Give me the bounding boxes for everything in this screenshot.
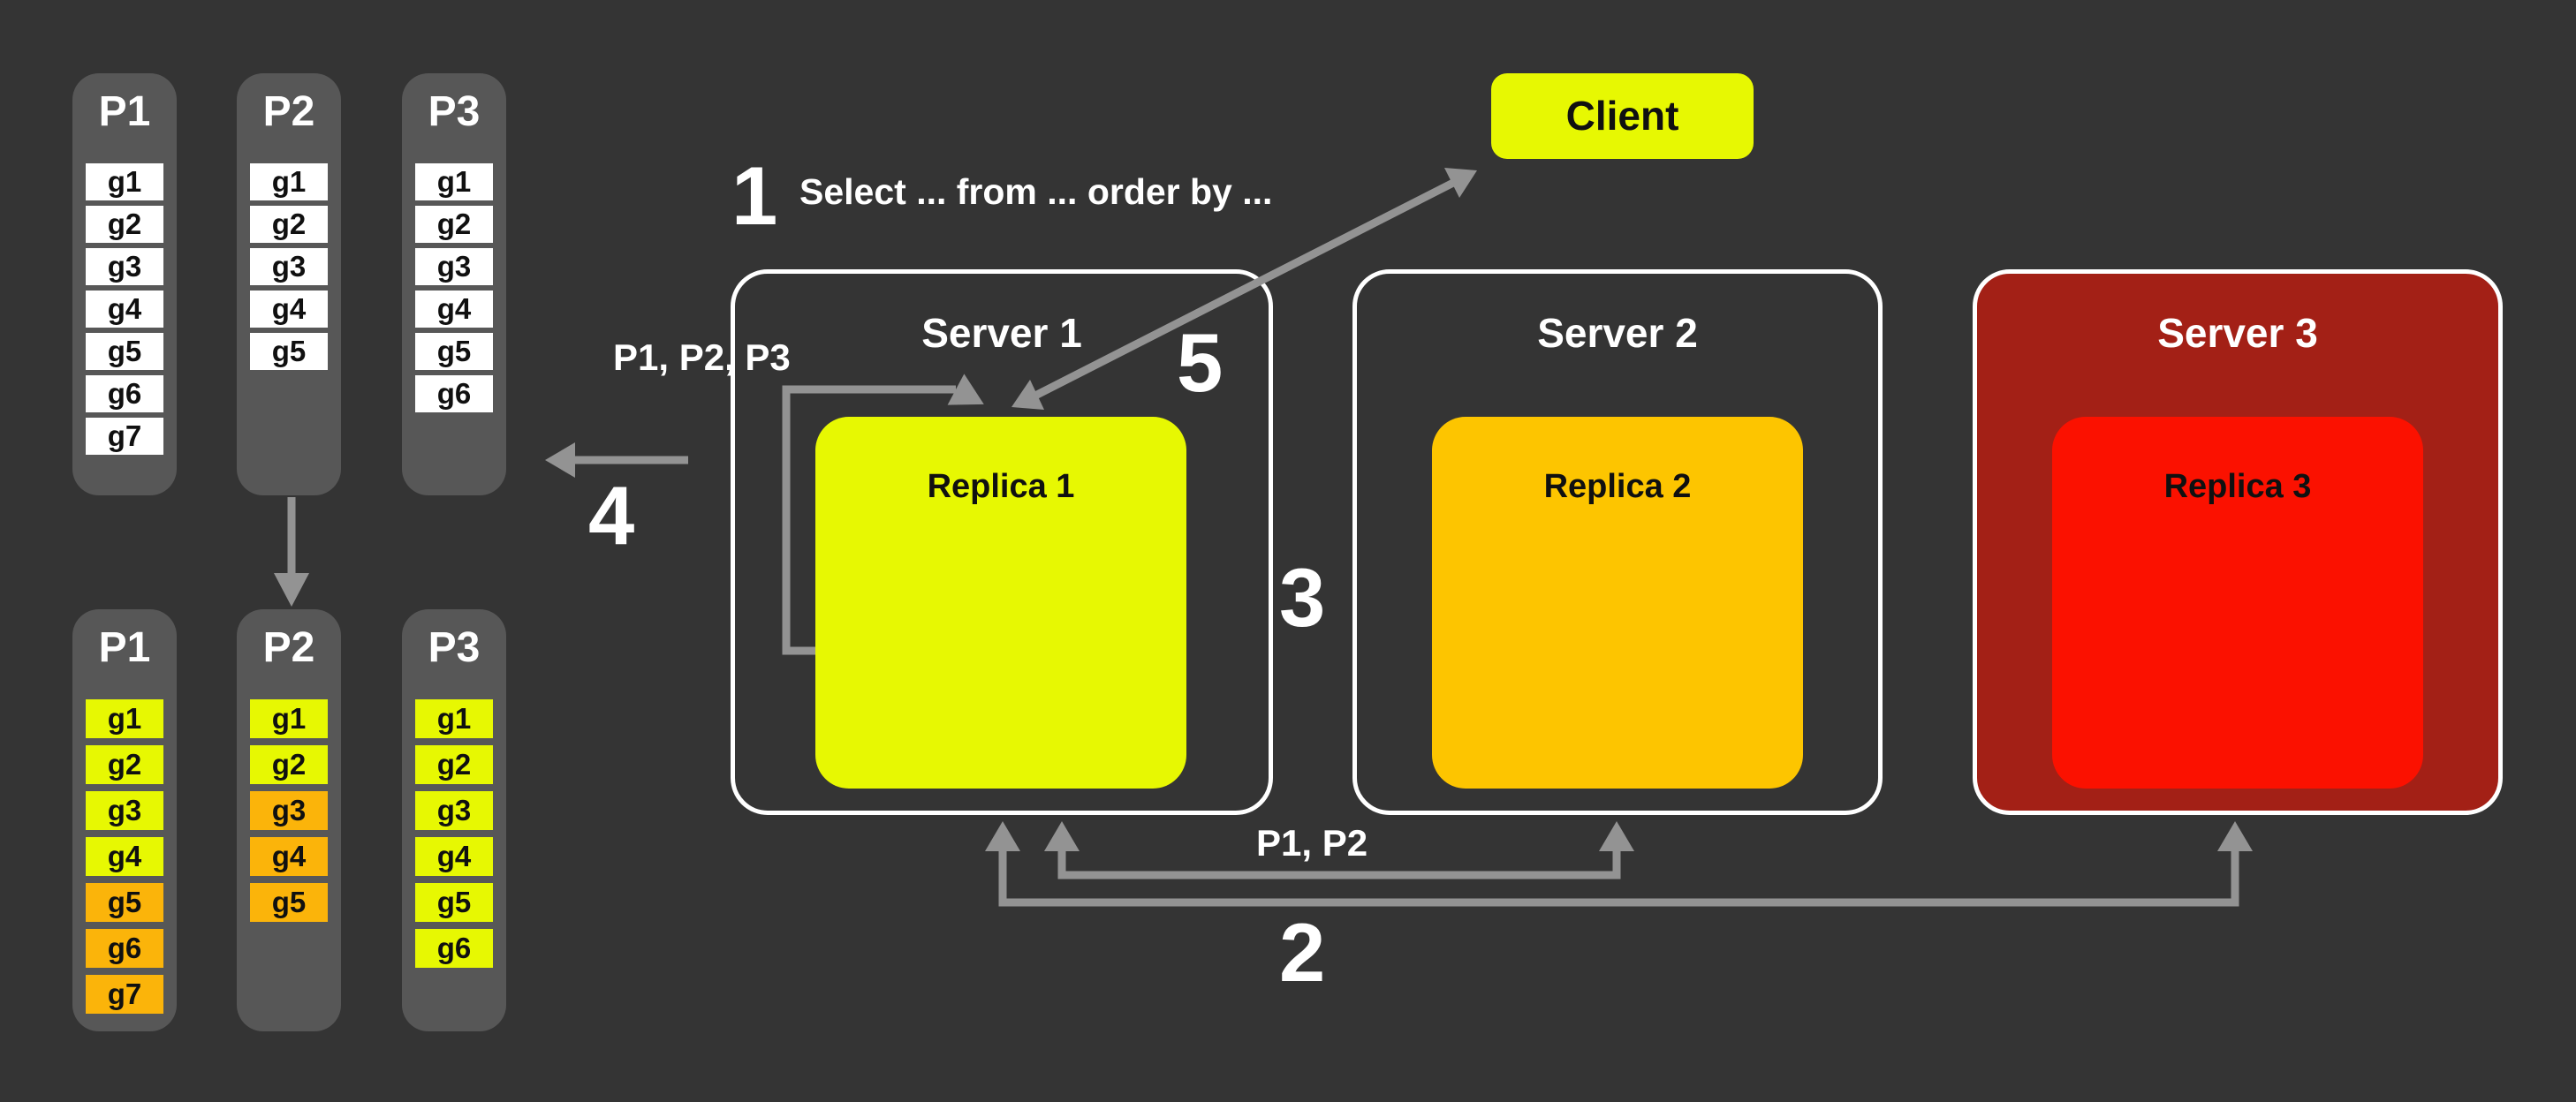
query-text: Select ... from ... order by ... (799, 171, 1273, 212)
server-2: Server 2 (1352, 269, 1883, 815)
partition-box-list: g1 g2 g3 g4 g5 (250, 699, 328, 929)
partition-box: g5 (415, 333, 493, 370)
step-1-number: 1 (731, 149, 778, 242)
partition-title: P1 (98, 624, 151, 671)
partition-box: g5 (86, 333, 163, 370)
replica-3-label: Replica 3 (2163, 468, 2312, 505)
partition-box: g5 (250, 333, 328, 370)
partition-box: g1 (86, 699, 163, 738)
replica-1-label: Replica 1 (927, 468, 1075, 505)
partition-column-unsorted-p3: P3 g1 g2 g3 g4 g5 g6 (402, 73, 506, 495)
arrow-step2-server3 (998, 849, 2239, 907)
arrowhead-up-s1a (1044, 821, 1080, 851)
partition-box-list: g1 g2 g3 g4 g5 g6 (415, 699, 493, 975)
partition-box: g5 (86, 883, 163, 922)
client-node: Client (1491, 73, 1754, 159)
partition-box: g2 (415, 206, 493, 243)
arrowhead-up-s3 (2217, 821, 2253, 851)
server-3-label: Server 3 (2157, 310, 2318, 356)
partition-box: g4 (415, 291, 493, 328)
partition-box: g3 (250, 791, 328, 830)
partition-title: P2 (262, 624, 315, 671)
partition-box: g7 (86, 975, 163, 1014)
partition-box: g3 (415, 248, 493, 285)
replica-2-label: Replica 2 (1543, 468, 1692, 505)
partition-box: g2 (250, 745, 328, 784)
step-3-number: 3 (1279, 551, 1326, 644)
partition-box-list: g1 g2 g3 g4 g5 g6 (415, 163, 493, 418)
partition-box: g4 (86, 837, 163, 876)
partition-box: g2 (86, 745, 163, 784)
partition-box: g6 (86, 929, 163, 968)
partition-box: g2 (250, 206, 328, 243)
partition-box: g3 (86, 248, 163, 285)
step-5-number: 5 (1177, 316, 1224, 409)
client-label: Client (1565, 93, 1679, 139)
partition-column-sorted-p3: P3 g1 g2 g3 g4 g5 g6 (402, 609, 506, 1031)
replica-1: Replica 1 (815, 417, 1186, 789)
partition-title: P3 (428, 624, 481, 671)
partition-box: g5 (415, 883, 493, 922)
partition-box: g6 (86, 375, 163, 412)
partition-box: g2 (86, 206, 163, 243)
partition-title: P2 (262, 88, 315, 135)
partition-box: g1 (415, 163, 493, 200)
arrowhead-to-client (1444, 168, 1477, 198)
partition-box: g3 (415, 791, 493, 830)
step-4-number: 4 (588, 469, 635, 562)
partition-box: g4 (250, 837, 328, 876)
partition-column-unsorted-p2: P2 g1 g2 g3 g4 g5 (237, 73, 341, 495)
partition-box: g1 (415, 699, 493, 738)
partition-box: g6 (415, 375, 493, 412)
partition-box: g1 (250, 699, 328, 738)
server-2-label: Server 2 (1537, 310, 1698, 356)
partition-box: g1 (86, 163, 163, 200)
partition-title: P3 (428, 88, 481, 135)
partition-column-unsorted-p1: P1 g1 g2 g3 g4 g5 g6 g7 (72, 73, 177, 495)
partition-box: g4 (86, 291, 163, 328)
replica-2: Replica 2 (1432, 417, 1803, 789)
partition-box-list: g1 g2 g3 g4 g5 (250, 163, 328, 375)
arrowhead-up-s1b (985, 821, 1020, 851)
partition-box: g4 (415, 837, 493, 876)
partition-box: g3 (86, 791, 163, 830)
partition-box: g6 (415, 929, 493, 968)
arrowhead-down (274, 573, 309, 607)
partition-box: g3 (250, 248, 328, 285)
partition-box: g2 (415, 745, 493, 784)
partition-box: g5 (250, 883, 328, 922)
partition-title: P1 (98, 88, 151, 135)
step-2-number: 2 (1279, 906, 1326, 999)
partition-box: g7 (86, 418, 163, 455)
partition-box-list: g1 g2 g3 g4 g5 g6 g7 (86, 163, 163, 460)
partition-column-sorted-p1: P1 g1 g2 g3 g4 g5 g6 g7 (72, 609, 177, 1031)
partition-box-list: g1 g2 g3 g4 g5 g6 g7 (86, 699, 163, 1021)
replica-3: Replica 3 (2052, 417, 2423, 789)
partition-column-sorted-p2: P2 g1 g2 g3 g4 g5 (237, 609, 341, 1031)
partition-box: g1 (250, 163, 328, 200)
forwarded-partitions-label: P1, P2 (1256, 822, 1368, 864)
routed-partitions-label: P1, P2, P3 (613, 336, 791, 378)
arrowhead-up-s2 (1599, 821, 1634, 851)
arrowhead-left (545, 442, 575, 478)
partition-box: g4 (250, 291, 328, 328)
